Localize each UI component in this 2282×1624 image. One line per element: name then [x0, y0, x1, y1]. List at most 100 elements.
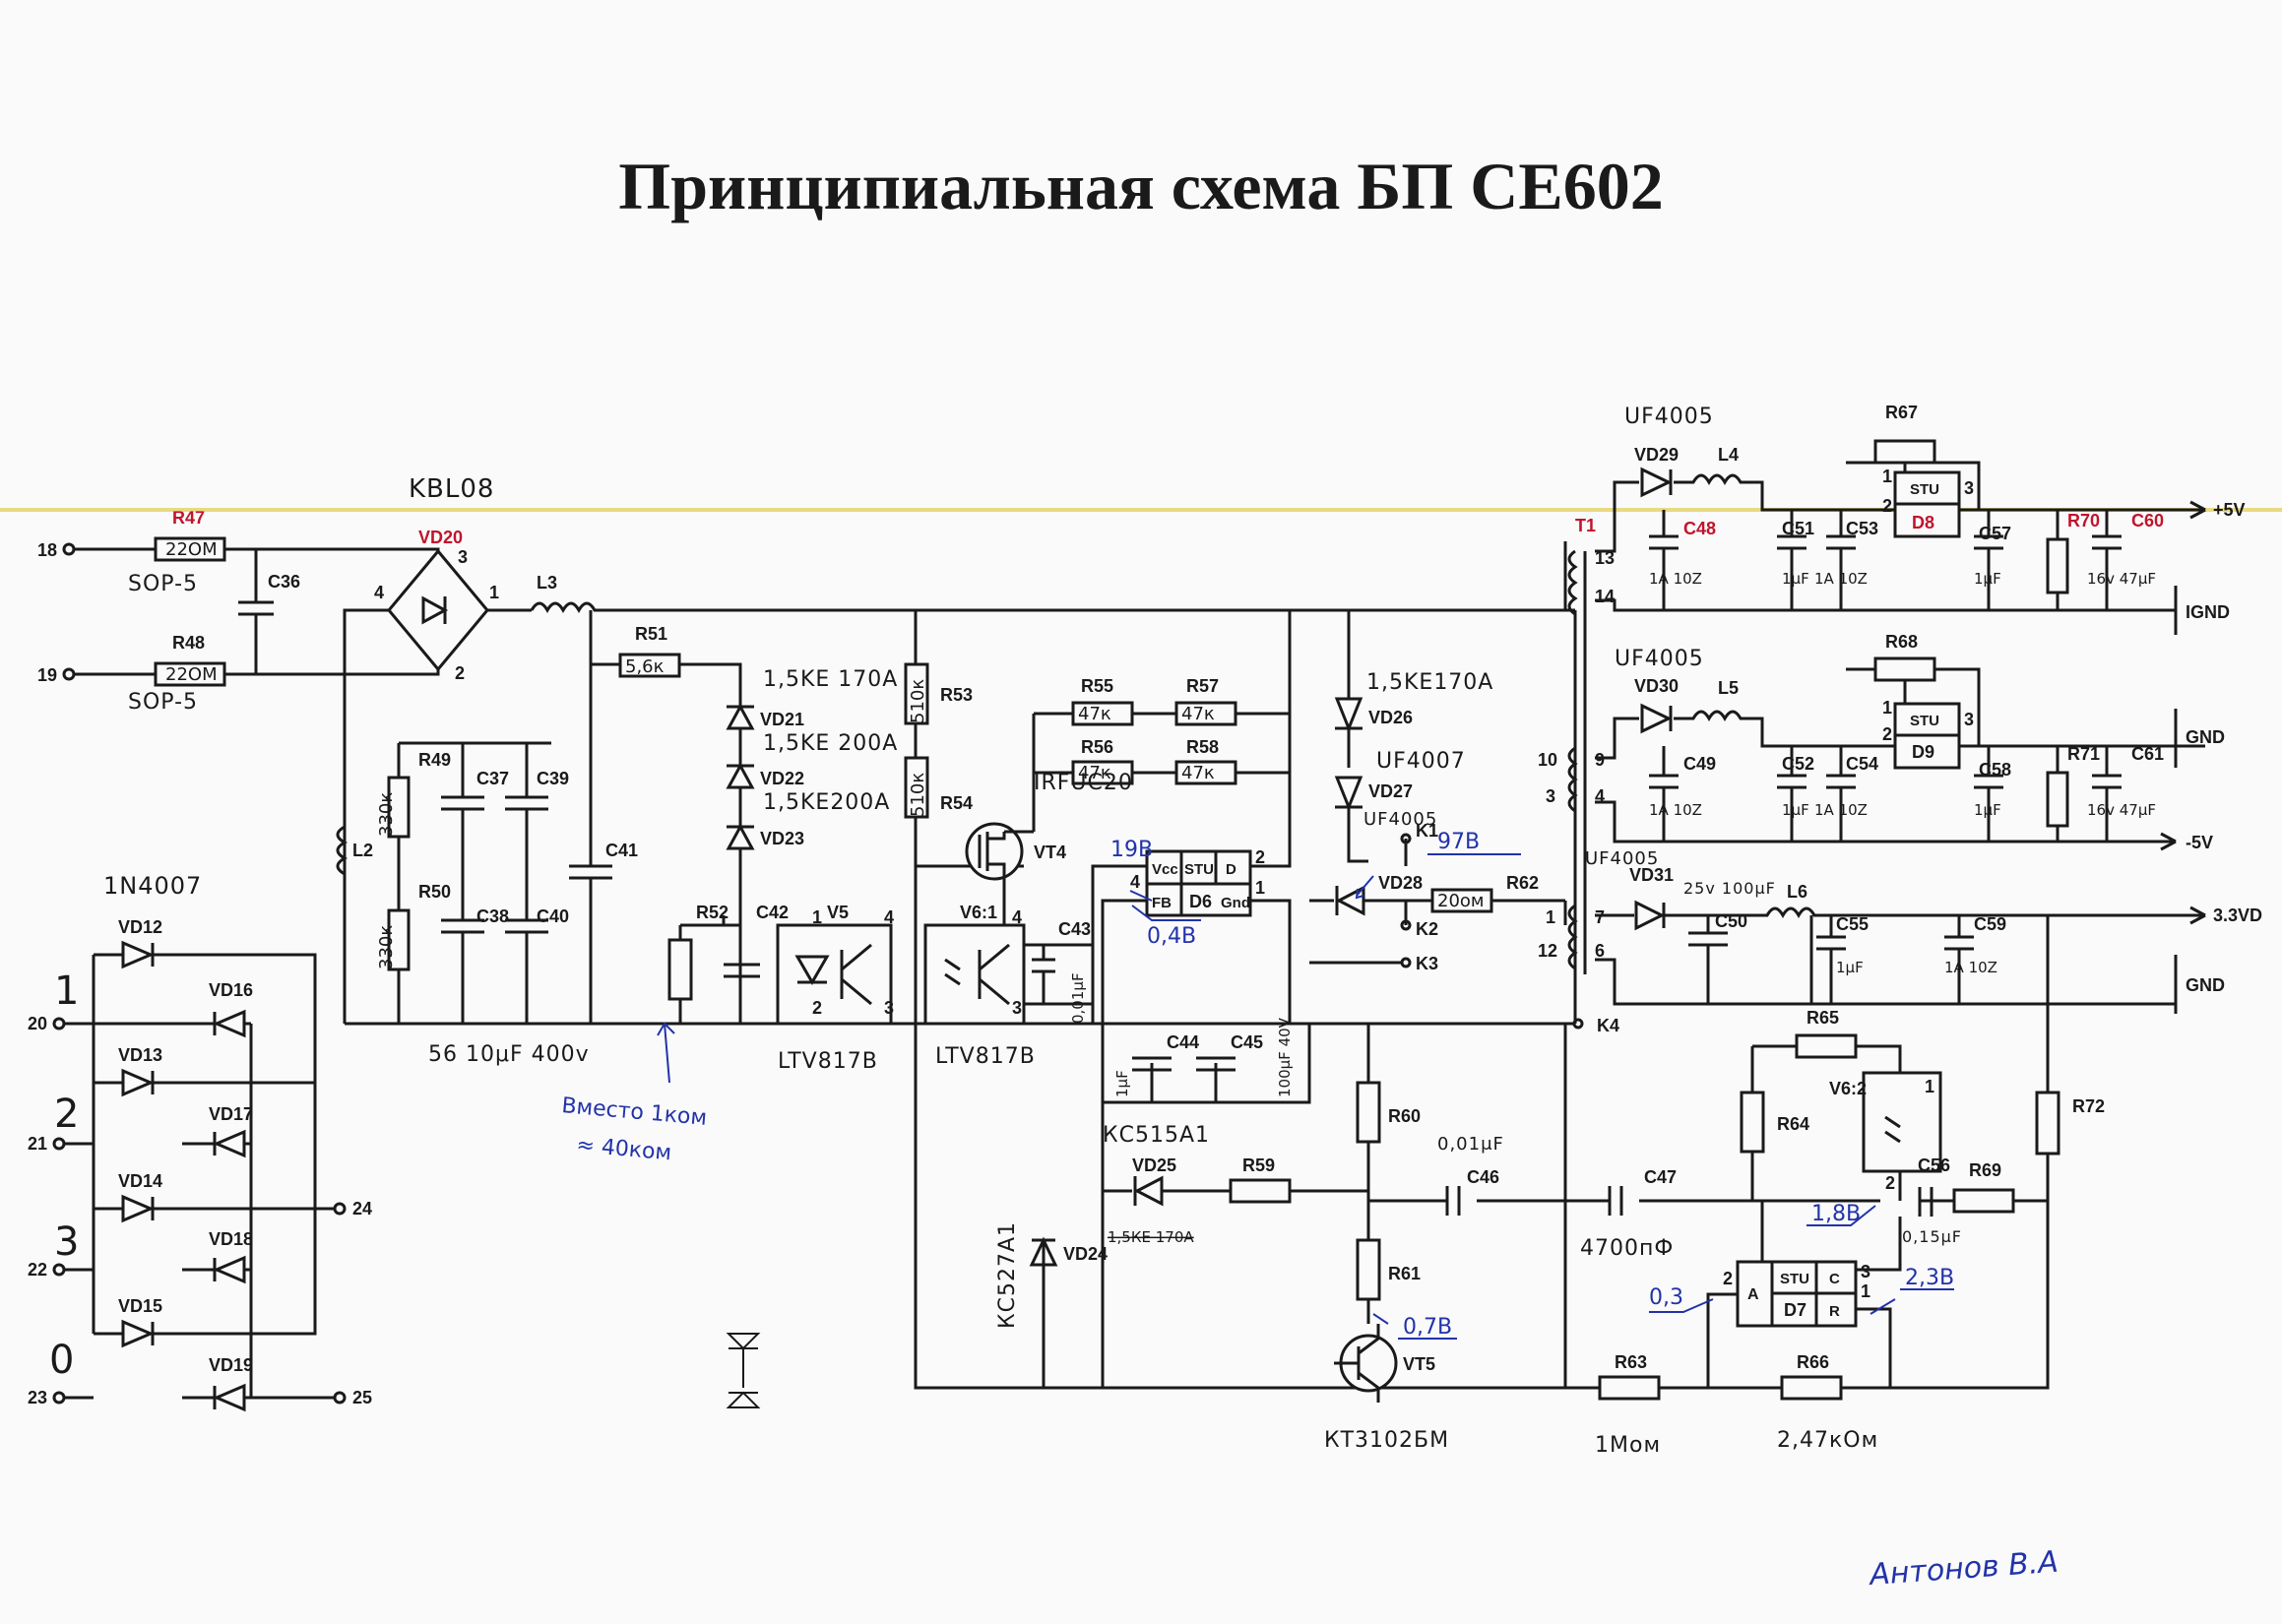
v61-ref: V6:1 — [960, 903, 997, 922]
vd19-diode — [213, 1383, 246, 1412]
r55-resistor — [1071, 701, 1134, 726]
c61-value: 16v 47μF — [2087, 801, 2156, 819]
r47-note: SOP-5 — [128, 572, 198, 596]
bridge-pin-4: 4 — [374, 583, 384, 602]
c47-value: 4700пФ — [1580, 1236, 1674, 1261]
c54-value: 1A 10Z — [1814, 801, 1868, 819]
r60-resistor — [1356, 1081, 1381, 1144]
d6-pin-vcc: Vcc — [1152, 861, 1178, 878]
d7-ref: D7 — [1784, 1300, 1807, 1320]
r51-ref: R51 — [635, 624, 667, 644]
c59-ref: C59 — [1974, 914, 2006, 934]
r53-ref: R53 — [940, 685, 973, 705]
c51-ref: C51 — [1782, 519, 1814, 538]
r66-resistor — [1780, 1375, 1843, 1401]
r59-ref: R59 — [1242, 1156, 1275, 1175]
vd25-strike: 1,5КЕ 170А — [1108, 1228, 1194, 1246]
r56-resistor — [1071, 760, 1134, 785]
r48-resistor — [154, 661, 226, 687]
bridge-pin-2: 2 — [455, 663, 465, 683]
k-wires — [1309, 839, 1408, 965]
r68-resistor — [1873, 656, 1936, 682]
v33-caps — [1688, 915, 1974, 1004]
r53-r54-wires — [914, 610, 1575, 1390]
v5-part: LTV817B — [778, 1049, 878, 1074]
terminal-21 — [52, 1137, 66, 1151]
vt5-value: КТ3102БМ — [1324, 1428, 1449, 1453]
vd17-ref: VD17 — [209, 1104, 253, 1124]
c36-capacitor — [238, 600, 274, 616]
terminal-24 — [333, 1202, 347, 1216]
r61-ref: R61 — [1388, 1264, 1421, 1283]
r69-ref: R69 — [1969, 1160, 2001, 1180]
c55-ref: C55 — [1836, 914, 1869, 934]
v04-pointer — [1129, 890, 1201, 921]
c58-ref: C58 — [1979, 760, 2011, 780]
r61-resistor — [1356, 1238, 1381, 1301]
v23-annotation: 2,3В — [1905, 1266, 1954, 1290]
r53-resistor — [904, 662, 929, 725]
c41-ref: C41 — [605, 841, 638, 860]
r54-ref: R54 — [940, 793, 973, 813]
r62-value: 20ом — [1437, 891, 1485, 911]
d9-pin-2: 2 — [1882, 724, 1892, 744]
t1-ref: T1 — [1575, 516, 1596, 535]
d8-pin-1: 1 — [1882, 467, 1892, 486]
c52-ref: C52 — [1782, 754, 1814, 774]
vd27-diode — [1334, 776, 1363, 812]
v07-annotation: 0,7В — [1403, 1315, 1452, 1340]
ignd-label: IGND — [2186, 602, 2230, 622]
v61-pin-3: 3 — [1012, 998, 1022, 1018]
r48-note: SOP-5 — [128, 690, 198, 715]
vd15-diode — [121, 1319, 155, 1348]
bridge-pin-3: 3 — [458, 547, 468, 567]
c47-ref: C47 — [1644, 1167, 1677, 1187]
r62-resistor — [1430, 888, 1493, 913]
d8-pin-label: STU — [1910, 481, 1939, 498]
c47-capacitor — [1608, 1186, 1623, 1216]
terminal-23-label: 23 — [28, 1388, 47, 1407]
bridge-diode-symbol — [421, 595, 449, 625]
vd31-ref: VD31 — [1629, 865, 1674, 885]
terminal-25-label: 25 — [352, 1388, 372, 1407]
t1-pin-4: 4 — [1595, 786, 1605, 806]
d9-pin-label: STU — [1910, 713, 1939, 729]
gnd2-label: GND — [2186, 975, 2225, 995]
l4-ref: L4 — [1718, 445, 1739, 465]
v23-pointer — [1870, 1288, 1954, 1315]
c45-value: 100μF 40V — [1276, 1017, 1294, 1097]
v03-annotation: 0,3 — [1649, 1285, 1683, 1310]
r65-resistor — [1795, 1033, 1858, 1059]
r50-resistor — [387, 908, 411, 971]
d8-ref: D8 — [1912, 513, 1934, 532]
c46-ref: C46 — [1467, 1167, 1499, 1187]
c43-capacitor — [1032, 945, 1055, 1004]
r49-value: 330к — [376, 792, 397, 837]
c42-capacitor — [724, 963, 760, 978]
r51-wires — [591, 662, 742, 1024]
t1-winding-9-4 — [1567, 746, 1578, 813]
c36-ref: C36 — [268, 572, 300, 592]
r53-value: 510к — [908, 679, 928, 723]
d7-pin-num-2: 2 — [1723, 1269, 1733, 1288]
r71-ref: R71 — [2067, 744, 2100, 764]
vd29-diode — [1640, 467, 1673, 498]
vd28-pointer — [1355, 875, 1374, 900]
t1-pin-9: 9 — [1595, 750, 1605, 770]
c57-value: 1μF — [1974, 570, 2001, 588]
c55-value: 1μF — [1836, 959, 1864, 976]
divider-wires — [1032, 610, 1292, 832]
vd22-diode — [726, 762, 755, 789]
vd29-ref: VD29 — [1634, 445, 1679, 465]
r51-value: 5,6к — [625, 656, 665, 677]
v5-ref: V5 — [827, 903, 849, 922]
r52-wires — [678, 915, 742, 1024]
vd27-value: UF4007 — [1376, 749, 1466, 774]
author-signature: Антонов В.А — [1867, 1545, 2060, 1593]
neg5-arrow — [2160, 832, 2177, 851]
vd24-ref: VD24 — [1063, 1244, 1108, 1264]
vd24-value: КС527А1 — [995, 1221, 1020, 1329]
r50-ref: R50 — [418, 882, 451, 902]
v33-wires — [1595, 906, 2205, 1006]
vd22-value: 1,5KE 200A — [763, 731, 898, 756]
